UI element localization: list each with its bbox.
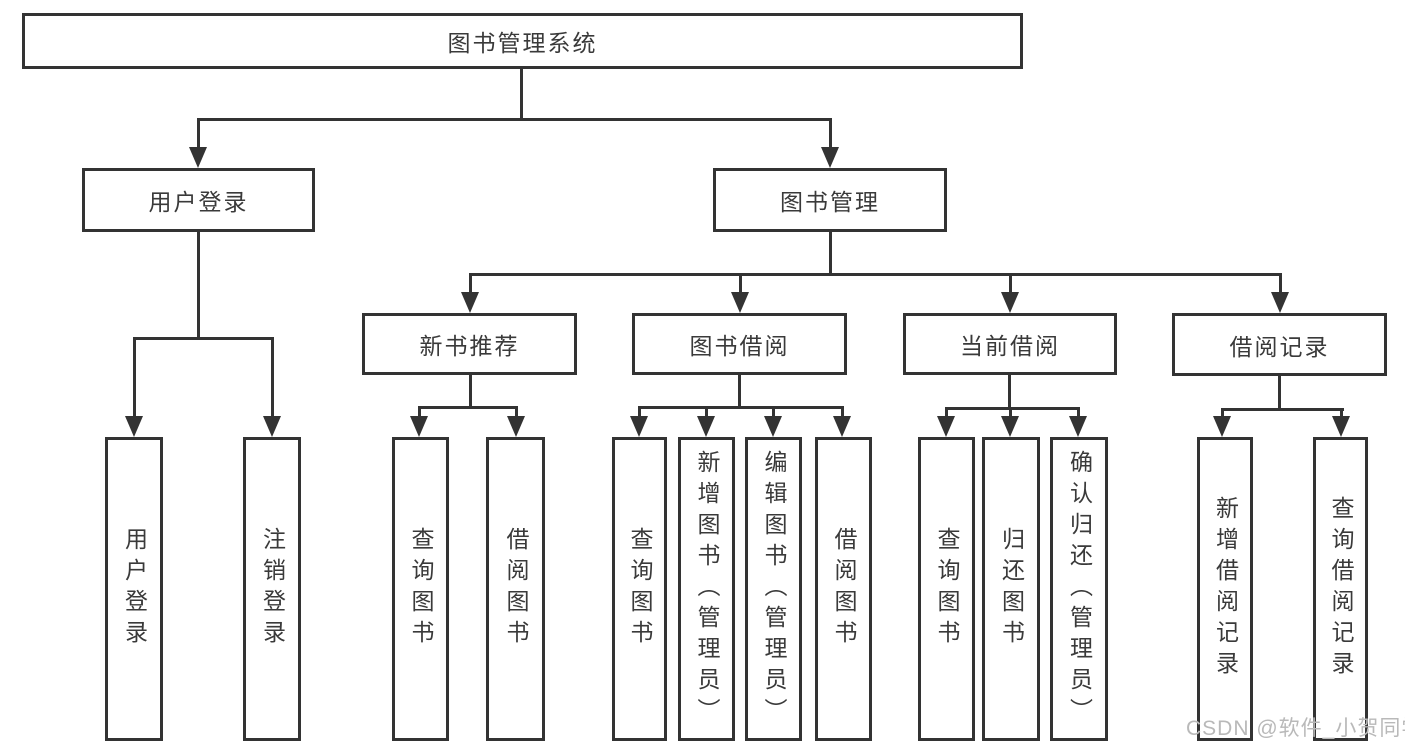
node-current-borrowing: 当前借阅 bbox=[903, 313, 1117, 375]
csdn-watermark: CSDN @软件_小贺同学 bbox=[1186, 717, 1405, 740]
arrow-down-icon bbox=[1001, 292, 1019, 313]
connector-vline bbox=[738, 375, 741, 406]
arrow-down-icon bbox=[764, 416, 782, 437]
connector-vline bbox=[705, 406, 708, 418]
connector-hline bbox=[197, 118, 831, 121]
connector-vline bbox=[1009, 407, 1012, 418]
node-book-management: 图书管理 bbox=[713, 168, 947, 232]
connector-vline bbox=[1009, 273, 1012, 294]
connector-vline bbox=[469, 375, 472, 406]
node-add-books-admin: 新增图书（管理员） bbox=[678, 437, 735, 741]
connector-vline bbox=[515, 406, 518, 418]
connector-vline bbox=[739, 273, 742, 294]
node-query-books-current: 查询图书 bbox=[918, 437, 975, 741]
arrow-down-icon bbox=[461, 292, 479, 313]
connector-vline bbox=[1008, 375, 1011, 407]
node-query-books-borrowing: 查询图书 bbox=[612, 437, 667, 741]
connector-vline bbox=[469, 273, 472, 294]
connector-vline bbox=[829, 118, 832, 148]
node-user-login: 用户登录 bbox=[82, 168, 315, 232]
arrow-down-icon bbox=[1001, 416, 1019, 437]
connector-vline bbox=[772, 406, 775, 418]
connector-vline bbox=[133, 337, 136, 417]
connector-vline bbox=[197, 118, 200, 148]
node-user-login-leaf: 用户登录 bbox=[105, 437, 163, 741]
arrow-down-icon bbox=[1213, 416, 1231, 437]
connector-hline bbox=[638, 406, 844, 409]
arrow-down-icon bbox=[125, 416, 143, 437]
connector-hline bbox=[418, 406, 518, 409]
node-add-borrow-record: 新增借阅记录 bbox=[1197, 437, 1253, 741]
arrow-down-icon bbox=[630, 416, 648, 437]
connector-vline bbox=[418, 406, 421, 418]
node-confirm-return-admin: 确认归还（管理员） bbox=[1050, 437, 1108, 741]
arrow-down-icon bbox=[410, 416, 428, 437]
arrow-down-icon bbox=[1271, 292, 1289, 313]
connector-vline bbox=[520, 69, 523, 118]
arrow-down-icon bbox=[189, 147, 207, 168]
node-borrow-books-leaf: 借阅图书 bbox=[815, 437, 872, 741]
connector-vline bbox=[271, 337, 274, 417]
connector-hline bbox=[1221, 408, 1344, 411]
connector-vline bbox=[841, 406, 844, 418]
node-book-borrowing: 图书借阅 bbox=[632, 313, 847, 375]
connector-hline bbox=[133, 337, 274, 340]
arrow-down-icon bbox=[697, 416, 715, 437]
connector-vline bbox=[945, 407, 948, 418]
node-return-books: 归还图书 bbox=[982, 437, 1040, 741]
node-book-management-system: 图书管理系统 bbox=[22, 13, 1023, 69]
arrow-down-icon bbox=[821, 147, 839, 168]
arrow-down-icon bbox=[507, 416, 525, 437]
connector-vline bbox=[1340, 408, 1343, 418]
arrow-down-icon bbox=[833, 416, 851, 437]
node-query-borrow-record: 查询借阅记录 bbox=[1313, 437, 1368, 741]
connector-vline bbox=[829, 232, 832, 273]
connector-vline bbox=[1077, 407, 1080, 418]
node-borrowing-records: 借阅记录 bbox=[1172, 313, 1387, 376]
connector-vline bbox=[1278, 376, 1281, 408]
connector-vline bbox=[197, 232, 200, 337]
arrow-down-icon bbox=[1069, 416, 1087, 437]
connector-hline bbox=[469, 273, 1282, 276]
node-new-book-recommend: 新书推荐 bbox=[362, 313, 577, 375]
connector-vline bbox=[638, 406, 641, 418]
connector-vline bbox=[1221, 408, 1224, 418]
connector-hline bbox=[945, 407, 1080, 410]
node-query-books-recommend: 查询图书 bbox=[392, 437, 449, 741]
arrow-down-icon bbox=[1332, 416, 1350, 437]
node-logout-leaf: 注销登录 bbox=[243, 437, 301, 741]
arrow-down-icon bbox=[731, 292, 749, 313]
arrow-down-icon bbox=[937, 416, 955, 437]
node-borrow-books-recommend: 借阅图书 bbox=[486, 437, 545, 741]
arrow-down-icon bbox=[263, 416, 281, 437]
connector-vline bbox=[1279, 273, 1282, 294]
node-edit-books-admin: 编辑图书（管理员） bbox=[745, 437, 802, 741]
